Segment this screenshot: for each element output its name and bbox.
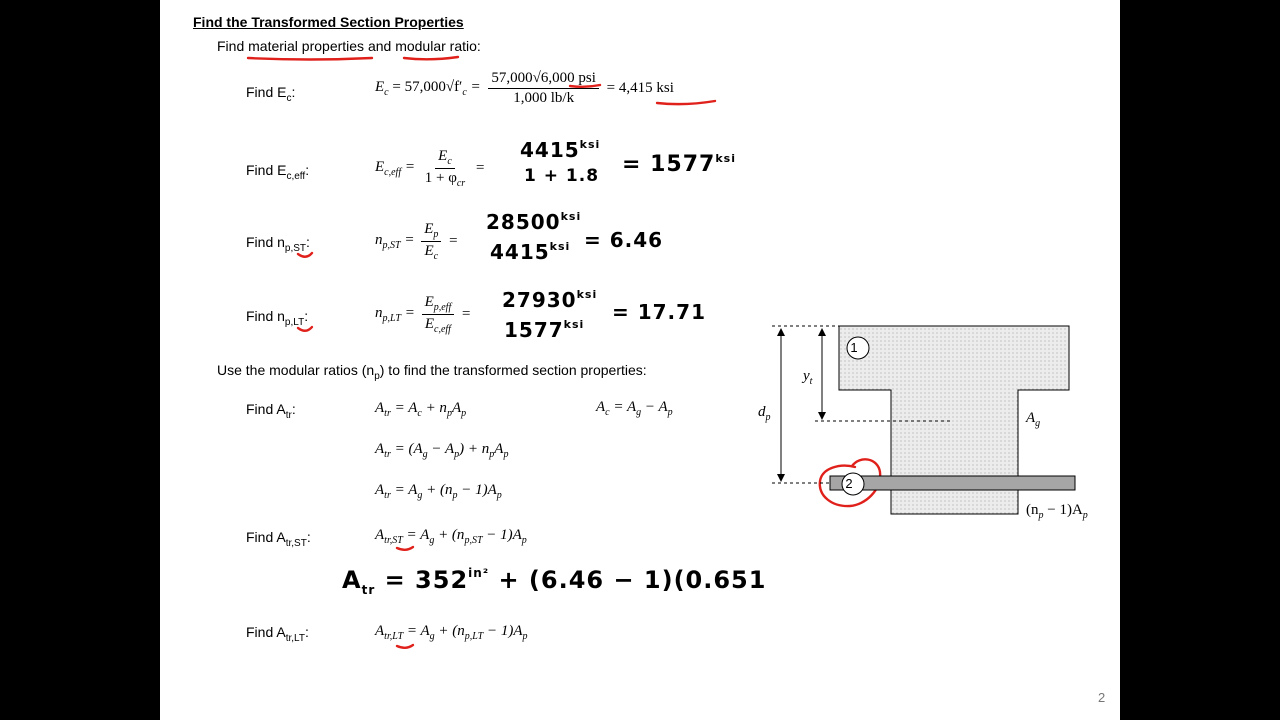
hand-npst-denominator: 4415ksi xyxy=(490,240,571,264)
underline-modular-ratio xyxy=(402,55,460,61)
ec-numerator: 57,000√6,000 psi xyxy=(488,70,599,89)
label-find-nplt: Find np,LT: xyxy=(246,308,309,328)
equation-eceff: Ec,eff = Ec 1 + φcr = xyxy=(375,148,486,189)
ec-denominator: 1,000 lb/k xyxy=(513,90,575,106)
cross-section-diagram xyxy=(772,325,1076,515)
underline-atrlt xyxy=(395,643,415,649)
equation-atr-1: Atr = Ac + npAp xyxy=(375,400,467,419)
label-find-npst: Find np,ST: xyxy=(246,234,310,254)
equation-nplt: np,LT = Ep,eff Ec,eff = xyxy=(375,294,472,335)
label-find-atrlt: Find Atr,LT: xyxy=(246,624,309,644)
tee-section-shape xyxy=(838,325,1070,515)
slide-title: Find the Transformed Section Properties xyxy=(193,14,464,30)
label-find-ec: Find Ec: xyxy=(246,84,296,104)
label-find-eceff: Find Ec,eff: xyxy=(246,162,310,182)
hand-npst-numerator: 28500ksi xyxy=(486,210,582,234)
hand-eceff-numerator: 4415ksi xyxy=(520,138,601,162)
underline-nplt xyxy=(296,325,314,332)
equation-ac: Ac = Ag − Ap xyxy=(596,399,673,418)
equation-atr-3: Atr = Ag + (np − 1)Ap xyxy=(375,482,502,501)
hand-eceff-denominator: 1 + 1.8 xyxy=(524,166,600,186)
label-find-atr: Find Atr: xyxy=(246,401,296,421)
diagram-ag-label: Ag xyxy=(1026,410,1041,429)
equation-ec: Ec = 57,000√f′c = 57,000√6,000 psi 1,000… xyxy=(375,70,674,106)
page-number: 2 xyxy=(1098,690,1106,705)
diagram-label-2: 2 xyxy=(845,476,853,491)
hand-npst-result: = 6.46 xyxy=(584,228,664,252)
underline-npst xyxy=(296,251,314,258)
underline-material-properties xyxy=(246,56,374,61)
hand-nplt-result: = 17.71 xyxy=(612,300,706,324)
underline-4415 xyxy=(655,99,717,106)
use-modular-ratios-text: Use the modular ratios (np) to find the … xyxy=(217,362,647,382)
slide-page: Find the Transformed Section Properties … xyxy=(160,0,1120,720)
intro-text: Find material properties and modular rat… xyxy=(217,38,481,54)
diagram-np-ap-label: (np − 1)Ap xyxy=(1026,502,1088,521)
circle-strand-2 xyxy=(818,458,882,508)
prestressing-strand-bar xyxy=(829,475,1076,491)
hand-nplt-denominator: 1577ksi xyxy=(504,318,585,342)
diagram-yt-label: yt xyxy=(803,368,813,387)
diagram-label-1: 1 xyxy=(850,340,858,355)
equation-atr-2: Atr = (Ag − Ap) + npAp xyxy=(375,441,509,460)
label-find-atrst: Find Atr,ST: xyxy=(246,529,311,549)
label-2-circle xyxy=(841,472,865,496)
label-1-circle xyxy=(846,336,870,360)
hand-atr-line: Atr = 352in² + (6.46 − 1)(0.651 xyxy=(342,566,767,597)
ec-result: = 4,415 ksi xyxy=(606,80,674,96)
hand-nplt-numerator: 27930ksi xyxy=(502,288,598,312)
underline-atrst xyxy=(395,545,415,551)
annotation-layer xyxy=(246,55,882,649)
hand-eceff-result: = 1577ksi xyxy=(622,152,736,177)
equation-atrst: Atr,ST = Ag + (np,ST − 1)Ap xyxy=(375,527,527,546)
diagram-dp-label: dp xyxy=(758,404,771,423)
equation-atrlt: Atr,LT = Ag + (np,LT − 1)Ap xyxy=(375,623,528,642)
equation-npst: np,ST = Ep Ec = xyxy=(375,221,459,262)
underline-6000 xyxy=(568,83,602,88)
